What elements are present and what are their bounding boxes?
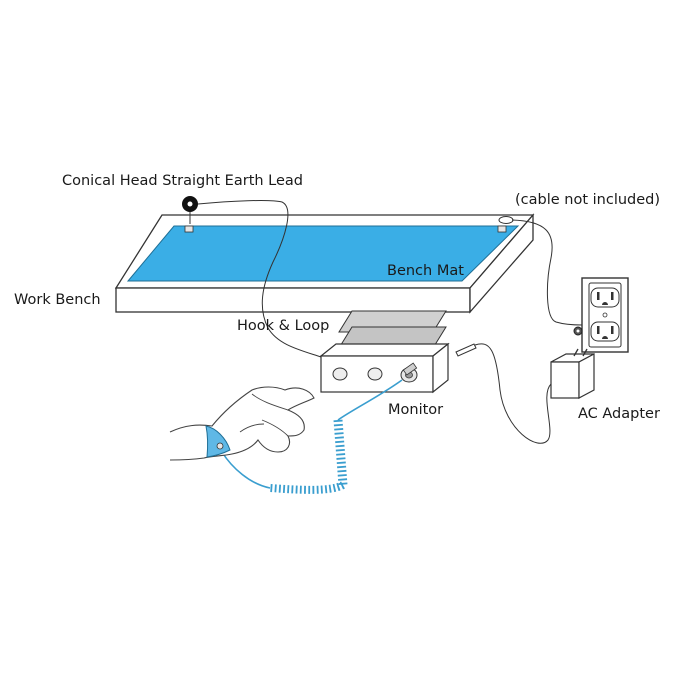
adapter-prong-1	[573, 348, 579, 357]
thumb-line	[239, 423, 265, 433]
wrist-strap-band	[205, 425, 231, 458]
hand-with-wrist-strap	[169, 386, 315, 461]
label-bench-mat: Bench Mat	[387, 263, 464, 279]
wrist-strap-snap	[216, 442, 224, 450]
finger-line-1	[251, 393, 289, 411]
monitor-plug	[402, 362, 418, 376]
adapter-front	[550, 361, 580, 399]
label-ac-adapter: AC Adapter	[578, 406, 660, 422]
slot-top-right	[611, 292, 614, 300]
label-monitor: Monitor	[388, 402, 443, 418]
bench-right-face	[469, 213, 534, 314]
monitor-top	[319, 343, 450, 357]
earth-lead-cable	[197, 200, 322, 358]
mat-snap-right	[497, 225, 507, 233]
monitor-box	[319, 342, 450, 394]
label-earth-lead: Conical Head Straight Earth Lead	[62, 173, 303, 189]
label-work-bench: Work Bench	[14, 292, 101, 308]
label-cable-note: (cable not included)	[515, 192, 660, 208]
coil-bottom-section	[269, 481, 345, 494]
coil-lead-wrist	[221, 451, 271, 489]
ground-ring-hole	[576, 329, 580, 333]
coil-vertical-section	[333, 419, 348, 486]
conical-head-center	[187, 201, 193, 207]
outlet-screw	[602, 312, 608, 318]
coiled-cord	[221, 379, 403, 494]
adapter-power-cable	[474, 343, 552, 444]
finger-line-2	[261, 419, 289, 437]
monitor-led-2	[367, 367, 383, 381]
adapter-prong-2	[582, 348, 588, 357]
bench-mat	[126, 225, 520, 282]
power-plug-pin	[455, 343, 477, 357]
slot-top-left	[597, 292, 600, 300]
coil-lead-monitor	[337, 379, 403, 421]
conical-head-earth-lead	[182, 196, 322, 358]
monitor-side	[432, 342, 449, 394]
ac-adapter	[550, 348, 595, 399]
bench-front-face	[115, 287, 471, 313]
ground-cable	[511, 219, 583, 326]
slot-bottom-left	[597, 326, 600, 334]
adapter-side	[578, 353, 595, 399]
ground-hole-top	[602, 302, 608, 305]
mat-ground-snap	[498, 216, 514, 224]
ground-hole-bottom	[602, 336, 608, 339]
wall-outlet	[573, 277, 629, 353]
label-hook-loop: Hook & Loop	[237, 318, 329, 334]
hand-outline	[169, 386, 315, 461]
slot-bottom-right	[611, 326, 614, 334]
mat-snap-left	[184, 225, 194, 233]
monitor-led-1	[332, 367, 348, 381]
